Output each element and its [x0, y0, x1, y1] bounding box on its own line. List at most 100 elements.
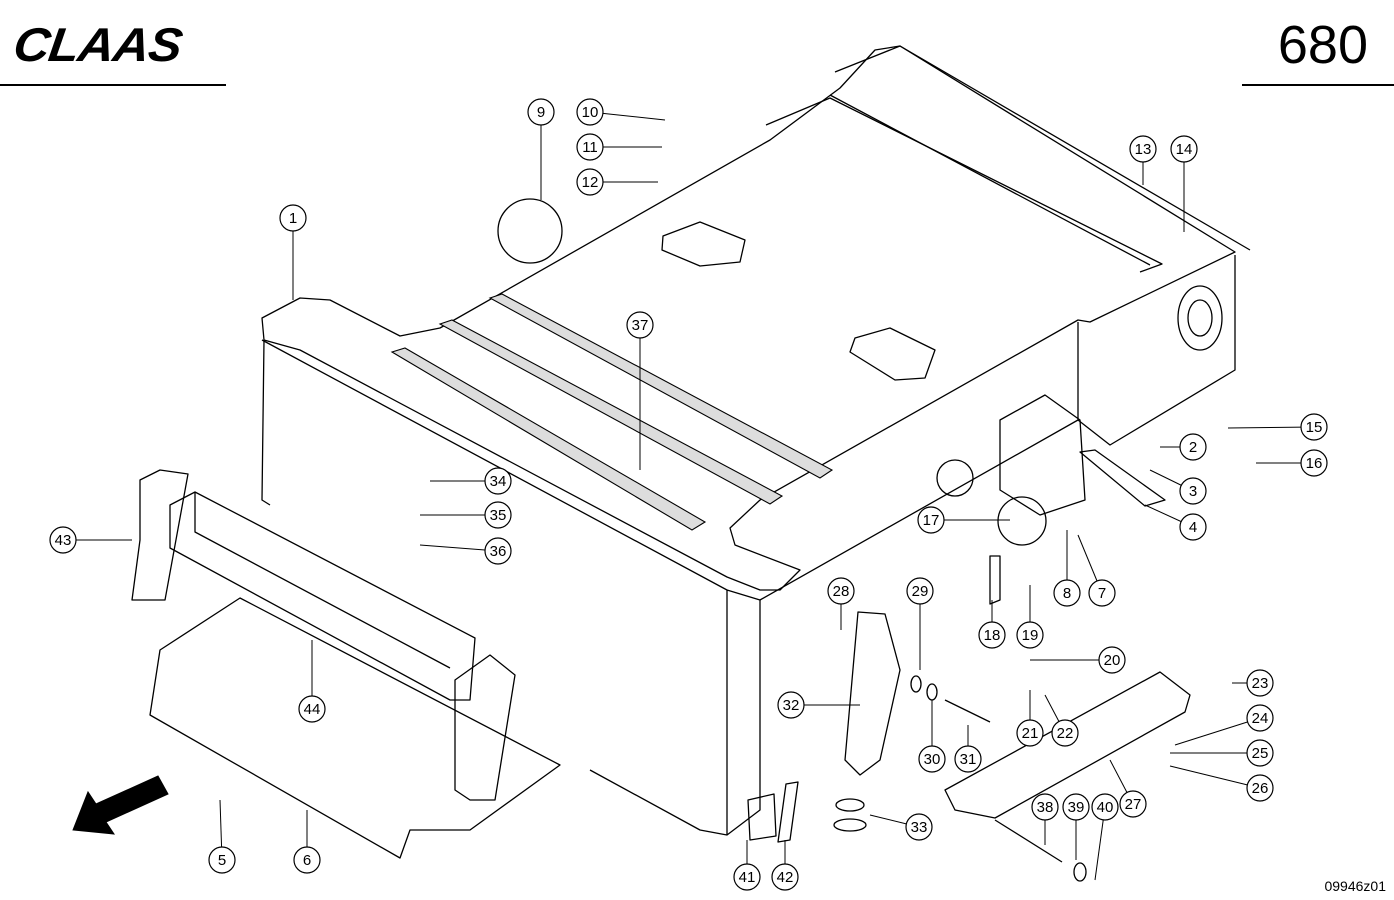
callout-label-40: 40 [1097, 799, 1114, 816]
callout-label-19: 19 [1022, 627, 1039, 644]
callout-circle-15 [1300, 413, 1328, 441]
header-rule-left [0, 84, 226, 86]
callout-circle-12 [576, 168, 604, 196]
bottom-shield-plate [149, 597, 561, 859]
callout-circle-21 [1016, 719, 1044, 747]
callout-label-36: 36 [490, 543, 507, 560]
cover-disk-left [497, 198, 563, 264]
pin-shaft [994, 819, 1063, 863]
callout-circle-23 [1246, 669, 1274, 697]
header-rule-right [1242, 84, 1394, 86]
callout-label-23: 23 [1252, 675, 1269, 692]
perforated-strip-3 [488, 293, 834, 479]
callout-circle-42 [771, 863, 799, 891]
callout-label-5: 5 [218, 852, 226, 869]
callout-label-16: 16 [1306, 455, 1323, 472]
cover-disk-right [997, 496, 1047, 546]
callout-circle-4 [1179, 513, 1207, 541]
callout-circle-41 [733, 863, 761, 891]
callout-circle-22 [1051, 719, 1079, 747]
callout-label-43: 43 [55, 532, 72, 549]
callout-circle-35 [484, 501, 512, 529]
callout-circle-10 [576, 98, 604, 126]
inspection-opening-middle [849, 327, 936, 381]
callout-circle-37 [626, 311, 654, 339]
callout-label-32: 32 [783, 697, 800, 714]
callout-circle-32 [777, 691, 805, 719]
callout-circle-33 [905, 813, 933, 841]
callout-circle-16 [1300, 449, 1328, 477]
callout-circle-7 [1088, 579, 1116, 607]
callout-label-20: 20 [1104, 652, 1121, 669]
right-bracket [454, 654, 516, 801]
left-bracket [131, 469, 189, 601]
callout-label-26: 26 [1252, 780, 1269, 797]
callout-circle-20 [1098, 646, 1126, 674]
cover-disk-mid [936, 459, 974, 497]
perforated-strip-2 [438, 319, 784, 505]
callout-circle-6 [293, 846, 321, 874]
clamp-strip-41 [777, 781, 799, 843]
callout-label-24: 24 [1252, 710, 1269, 727]
callout-label-2: 2 [1189, 439, 1197, 456]
housing-side-wall [261, 339, 761, 836]
leader-line-26 [1169, 765, 1261, 789]
latch-18 [989, 555, 1001, 605]
callout-label-14: 14 [1176, 141, 1193, 158]
callout-label-38: 38 [1037, 799, 1054, 816]
callout-circle-17 [917, 506, 945, 534]
callout-label-25: 25 [1252, 745, 1269, 762]
callout-circle-44 [298, 695, 326, 723]
callout-circle-11 [576, 133, 604, 161]
callout-label-37: 37 [632, 317, 649, 334]
callout-label-1: 1 [289, 210, 297, 227]
callout-circle-8 [1053, 579, 1081, 607]
callout-circle-30 [918, 745, 946, 773]
callout-label-12: 12 [582, 174, 599, 191]
callout-label-22: 22 [1057, 725, 1074, 742]
leader-line-24 [1174, 717, 1261, 746]
callout-circle-9 [527, 98, 555, 126]
callout-circle-29 [906, 577, 934, 605]
callout-circle-2 [1179, 433, 1207, 461]
callout-circle-36 [484, 537, 512, 565]
perforated-strip-1 [390, 347, 707, 531]
callout-circle-24 [1246, 704, 1274, 732]
right-strip [1079, 449, 1166, 507]
callout-circle-5 [208, 846, 236, 874]
housing-right-wall [759, 255, 1236, 601]
callout-label-8: 8 [1063, 585, 1071, 602]
callout-label-39: 39 [1068, 799, 1085, 816]
drawing-code: 09946z01 [1324, 878, 1386, 894]
callout-label-41: 41 [739, 869, 756, 886]
callout-label-13: 13 [1135, 141, 1152, 158]
cone-support [844, 611, 901, 776]
callout-label-44: 44 [304, 701, 321, 718]
callout-circle-27 [1119, 790, 1147, 818]
callout-label-31: 31 [960, 751, 977, 768]
washer-32a [835, 798, 865, 812]
callout-label-34: 34 [490, 473, 507, 490]
swing-arm [944, 671, 1191, 819]
callout-label-42: 42 [777, 869, 794, 886]
callout-label-28: 28 [833, 583, 850, 600]
callout-circle-43 [49, 526, 77, 554]
right-panel [999, 394, 1086, 516]
callout-label-6: 6 [303, 852, 311, 869]
callout-label-29: 29 [912, 583, 929, 600]
page-number: 680 [1277, 15, 1368, 75]
callout-circle-1 [279, 204, 307, 232]
front-cross-beam [169, 491, 476, 701]
callout-label-17: 17 [923, 512, 940, 529]
bolt-30 [944, 699, 991, 723]
callout-label-7: 7 [1098, 585, 1106, 602]
callout-circle-3 [1179, 477, 1207, 505]
callout-circle-25 [1246, 739, 1274, 767]
callout-label-27: 27 [1125, 796, 1142, 813]
callout-circle-18 [978, 621, 1006, 649]
callout-circle-31 [954, 745, 982, 773]
callout-circle-40 [1091, 793, 1119, 821]
housing-front-edge [261, 339, 271, 506]
